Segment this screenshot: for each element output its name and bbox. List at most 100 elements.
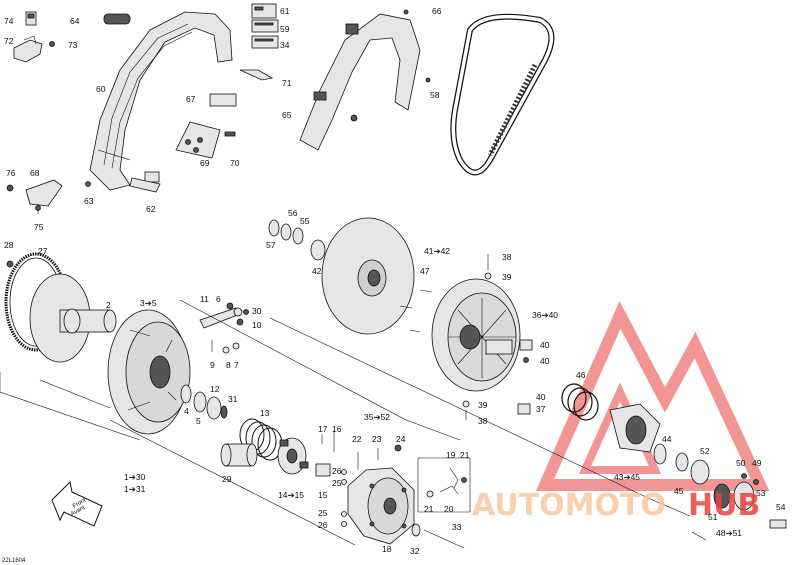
callout-7: 7: [234, 360, 239, 370]
callout-46: 46: [576, 370, 586, 380]
callout-72: 72: [4, 36, 14, 46]
callout-11: 11: [200, 294, 209, 304]
sheave-41: [321, 217, 415, 335]
callout-31: 31: [228, 394, 238, 404]
cam-lever-11: [199, 307, 243, 329]
callout-61: 61: [280, 6, 290, 16]
bolt-76: [6, 184, 14, 192]
callout-53: 53: [756, 488, 766, 498]
callout-40: 40: [540, 356, 550, 366]
washer-39b: [462, 400, 470, 408]
clip-51: [713, 483, 731, 509]
detail-box: [417, 457, 471, 513]
washer-4: [180, 384, 192, 404]
washer-7: [232, 342, 240, 350]
callout-2: 2: [106, 300, 111, 310]
plate-48: [733, 481, 755, 511]
callout-64: 64: [70, 16, 80, 26]
callout-59: 59: [280, 24, 290, 34]
callout-57: 57: [266, 240, 276, 250]
callout-28: 28: [4, 240, 14, 250]
callout-56: 56: [288, 208, 298, 218]
callout-38: 38: [502, 252, 512, 262]
decal-61: [251, 3, 277, 19]
callout-51: 51: [708, 512, 718, 522]
bushing-37: [517, 403, 531, 415]
bolt-54: [769, 519, 787, 529]
callout-37: 37: [536, 404, 546, 414]
callout-65: 65: [282, 110, 292, 120]
callout-39: 39: [502, 272, 512, 282]
callout-68: 68: [30, 168, 40, 178]
rivet-66a: [403, 9, 409, 15]
callout-14-15: 14➔15: [278, 490, 304, 500]
bushing-29: [220, 443, 258, 467]
screw-30: [243, 309, 249, 315]
roller-8: [222, 346, 230, 354]
nut-73: [49, 41, 55, 47]
callout-29: 29: [222, 474, 232, 484]
bolt-47: [419, 289, 433, 293]
callout-70: 70: [230, 158, 240, 168]
bracket-72: [13, 35, 43, 63]
bushing-40a: [519, 339, 533, 351]
washer-39a: [484, 272, 492, 280]
doc-code: 22L1604: [2, 558, 26, 564]
callout-27: 27: [38, 246, 48, 256]
drive-pulley-cover: [107, 309, 191, 435]
callout-25: 25: [318, 508, 328, 518]
sticker-74: [25, 11, 37, 26]
washer-55: [292, 227, 304, 245]
drive-belt-58: [450, 13, 555, 176]
ring-31: [220, 405, 228, 419]
screw-63: [85, 181, 91, 187]
callout-10: 10: [252, 320, 262, 330]
callout-50: 50: [736, 458, 746, 468]
callout-41-42: 41➔42: [424, 246, 450, 256]
callout-33: 33: [452, 522, 462, 532]
callout-21: 21: [460, 450, 470, 460]
watermark-text: AUTOMOTO HUB: [472, 488, 760, 523]
callout-55: 55: [300, 216, 310, 226]
callout-71: 71: [282, 78, 292, 88]
screw-40b: [523, 357, 529, 363]
bracket-68: [25, 179, 63, 207]
bracket-67: [209, 93, 237, 107]
decal-59: [251, 19, 279, 33]
callout-43-45: 43➔45: [614, 472, 640, 482]
rivet-66b: [425, 77, 431, 83]
bracket-62: [129, 177, 161, 193]
bolt-28: [6, 260, 14, 268]
callout-21: 21: [424, 504, 434, 514]
callout-48-51: 48➔51: [716, 528, 742, 538]
washer-26a: [341, 469, 347, 475]
callout-19: 19: [446, 450, 456, 460]
spider-14: [277, 437, 309, 475]
shim-52: [690, 459, 710, 485]
callout-74: 74: [4, 16, 14, 26]
callout-24: 24: [396, 434, 406, 444]
bushing-15: [315, 463, 331, 477]
callout-26: 26: [318, 520, 328, 530]
callout-6: 6: [216, 294, 221, 304]
callout-30: 30: [252, 306, 262, 316]
washer-45: [675, 452, 689, 472]
svg-text:AUTOMOTO: AUTOMOTO: [472, 488, 666, 523]
svg-text:HUB: HUB: [688, 488, 760, 523]
callout-17: 17: [318, 424, 328, 434]
callout-22: 22: [352, 434, 362, 444]
nut-24: [394, 444, 402, 452]
callout-62: 62: [146, 204, 156, 214]
driven-pulley-36: [431, 278, 521, 392]
callout-47: 47: [420, 266, 430, 276]
callout-45: 45: [674, 486, 684, 496]
callout-labels: 74 72 73 64 60 61 59 34 71 67 65 66 58 6…: [4, 6, 786, 556]
fixed-sheave-18: [347, 467, 415, 545]
washer-56: [280, 223, 292, 241]
watermark-logo: [535, 301, 770, 491]
bolt-75: [35, 205, 41, 211]
washer-25a: [341, 479, 347, 485]
washer-10: [236, 318, 244, 326]
